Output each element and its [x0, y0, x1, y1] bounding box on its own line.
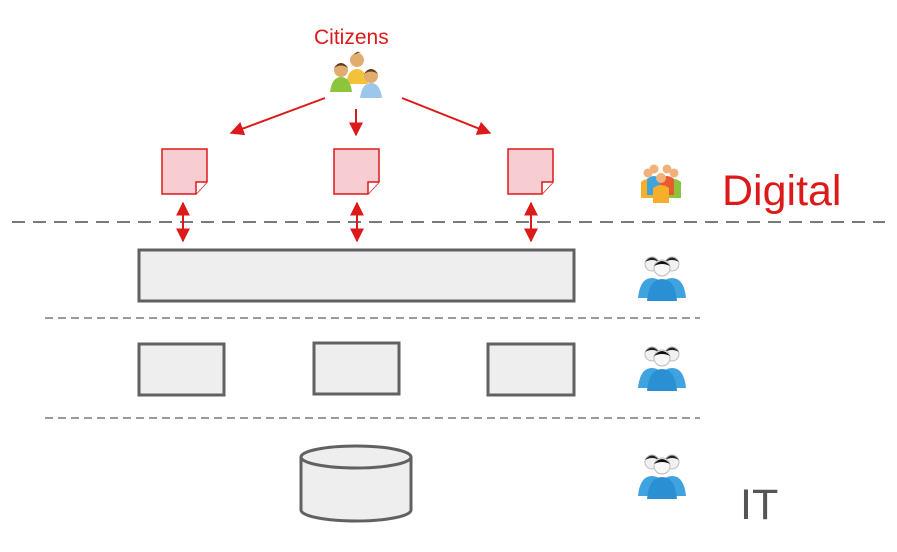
wide-service-box [137, 248, 576, 303]
staff-group-icon [638, 346, 686, 391]
document-icon [507, 148, 554, 195]
staff-group-icon [638, 454, 686, 499]
citizens-group-icon [330, 51, 382, 98]
document-icon [333, 148, 380, 195]
arrow-citizens-right [401, 97, 492, 135]
digital-label: Digital [722, 167, 842, 215]
colorful-team-icon [641, 164, 681, 203]
staff-group-icon [638, 256, 686, 301]
citizens-label: Citizens [314, 26, 389, 49]
service-box-right [486, 342, 576, 397]
service-box-left [137, 342, 226, 397]
arrow-citizens-left [229, 97, 326, 136]
service-box-middle [312, 341, 401, 396]
document-icon [161, 148, 208, 195]
database-icon [299, 444, 413, 523]
it-label: IT [740, 481, 779, 529]
